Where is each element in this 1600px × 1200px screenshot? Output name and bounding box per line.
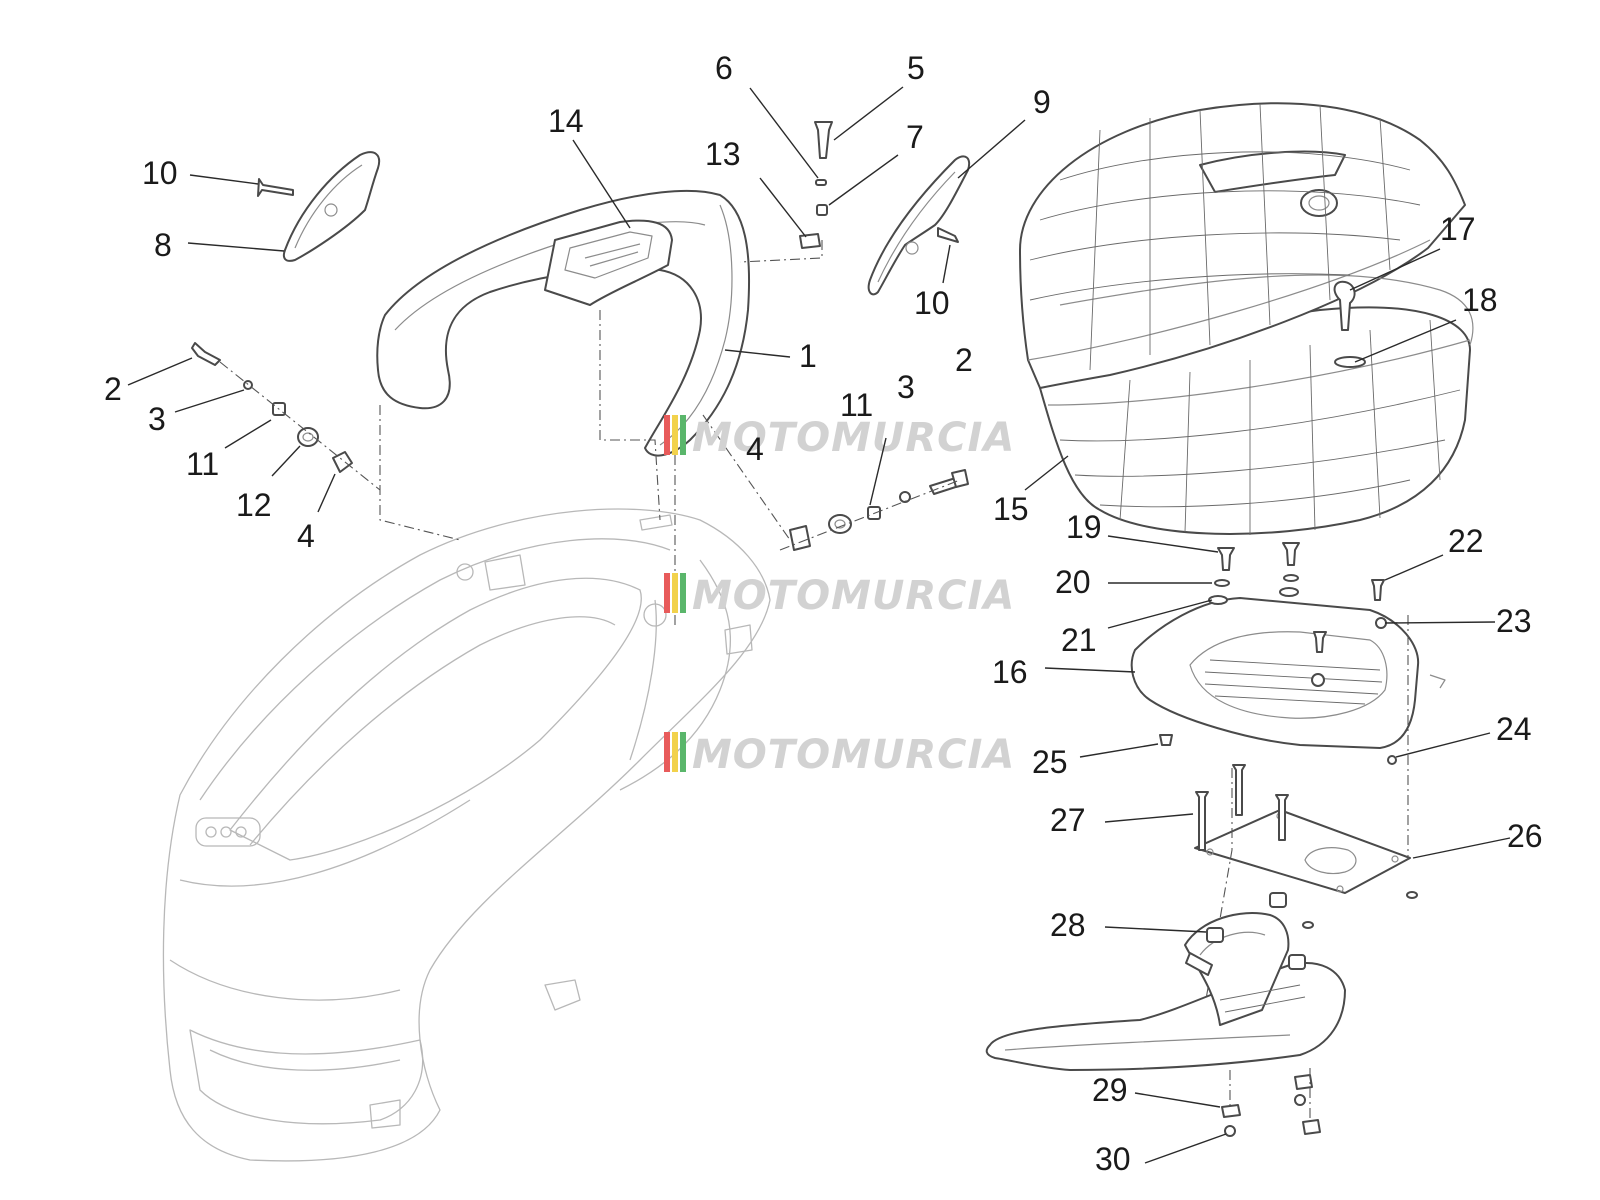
callout-18: 18: [1462, 282, 1498, 318]
watermark-stripe-yellow: [672, 732, 678, 772]
callout-17: 17: [1440, 211, 1476, 247]
watermark-text: MOTOMURCIA: [692, 415, 1015, 461]
callout-11: 11: [186, 446, 219, 482]
top-hardware-group: [739, 121, 833, 263]
rear-carrier: [985, 892, 1346, 1071]
callout-4: 4: [746, 431, 764, 467]
grab-rail: [376, 189, 751, 457]
left-hardware-group: [191, 178, 381, 491]
callout-10: 10: [914, 285, 950, 321]
callout-labels: 1 2 2 3 3 4 4 5 6 7 8 9 10 10 11 11 12 1…: [104, 50, 1543, 1177]
watermark-3: MOTOMURCIA: [664, 732, 1015, 778]
callout-24: 24: [1496, 711, 1532, 747]
watermark-text: MOTOMURCIA: [692, 573, 1015, 619]
callout-19: 19: [1066, 509, 1102, 545]
top-case: [1019, 102, 1474, 535]
callout-7: 7: [906, 119, 924, 155]
callout-23: 23: [1496, 603, 1532, 639]
callout-12: 12: [236, 487, 272, 523]
callout-11: 11: [840, 387, 873, 423]
carrier-hardware: [1221, 1068, 1321, 1137]
callout-26: 26: [1507, 818, 1543, 854]
left-side-trim: [282, 151, 380, 262]
callout-16: 16: [992, 654, 1028, 690]
callout-14: 14: [548, 103, 584, 139]
watermark-stripe-red: [664, 573, 670, 613]
rack-plate: [1130, 597, 1446, 765]
callout-25: 25: [1032, 744, 1068, 780]
callout-29: 29: [1092, 1072, 1128, 1108]
callout-27: 27: [1050, 802, 1086, 838]
watermark-stripe-green: [680, 415, 686, 455]
callout-13: 13: [705, 136, 741, 172]
callout-9: 9: [1033, 84, 1051, 120]
callout-2: 2: [955, 342, 973, 378]
watermark-stripe-yellow: [672, 415, 678, 455]
rack-hardware: [1208, 542, 1387, 687]
leader-lines: [127, 86, 1511, 1164]
callout-21: 21: [1061, 622, 1097, 658]
callout-10: 10: [142, 155, 178, 191]
rear-body-panel: [162, 508, 771, 1162]
callout-1: 1: [799, 338, 817, 374]
watermark-stripe-red: [664, 415, 670, 455]
watermark-text: MOTOMURCIA: [692, 732, 1015, 778]
callout-28: 28: [1050, 907, 1086, 943]
watermark-1: MOTOMURCIA: [664, 415, 1015, 461]
callout-2: 2: [104, 371, 122, 407]
callout-20: 20: [1055, 564, 1091, 600]
callout-8: 8: [154, 227, 172, 263]
right-side-trim: [867, 155, 971, 296]
watermark-stripe-green: [680, 573, 686, 613]
callout-15: 15: [993, 491, 1029, 527]
watermark-stripe-yellow: [672, 573, 678, 613]
callout-6: 6: [715, 50, 733, 86]
adapter-plate: [1194, 615, 1418, 1006]
watermark-2: MOTOMURCIA: [664, 573, 1015, 619]
callout-30: 30: [1095, 1141, 1131, 1177]
right-hardware-group: [779, 227, 969, 551]
callout-3: 3: [897, 369, 915, 405]
callout-3: 3: [148, 401, 166, 437]
watermark-stripe-green: [680, 732, 686, 772]
callout-5: 5: [907, 50, 925, 86]
watermark-stripe-red: [664, 732, 670, 772]
callout-4: 4: [297, 518, 315, 554]
callout-22: 22: [1448, 523, 1484, 559]
